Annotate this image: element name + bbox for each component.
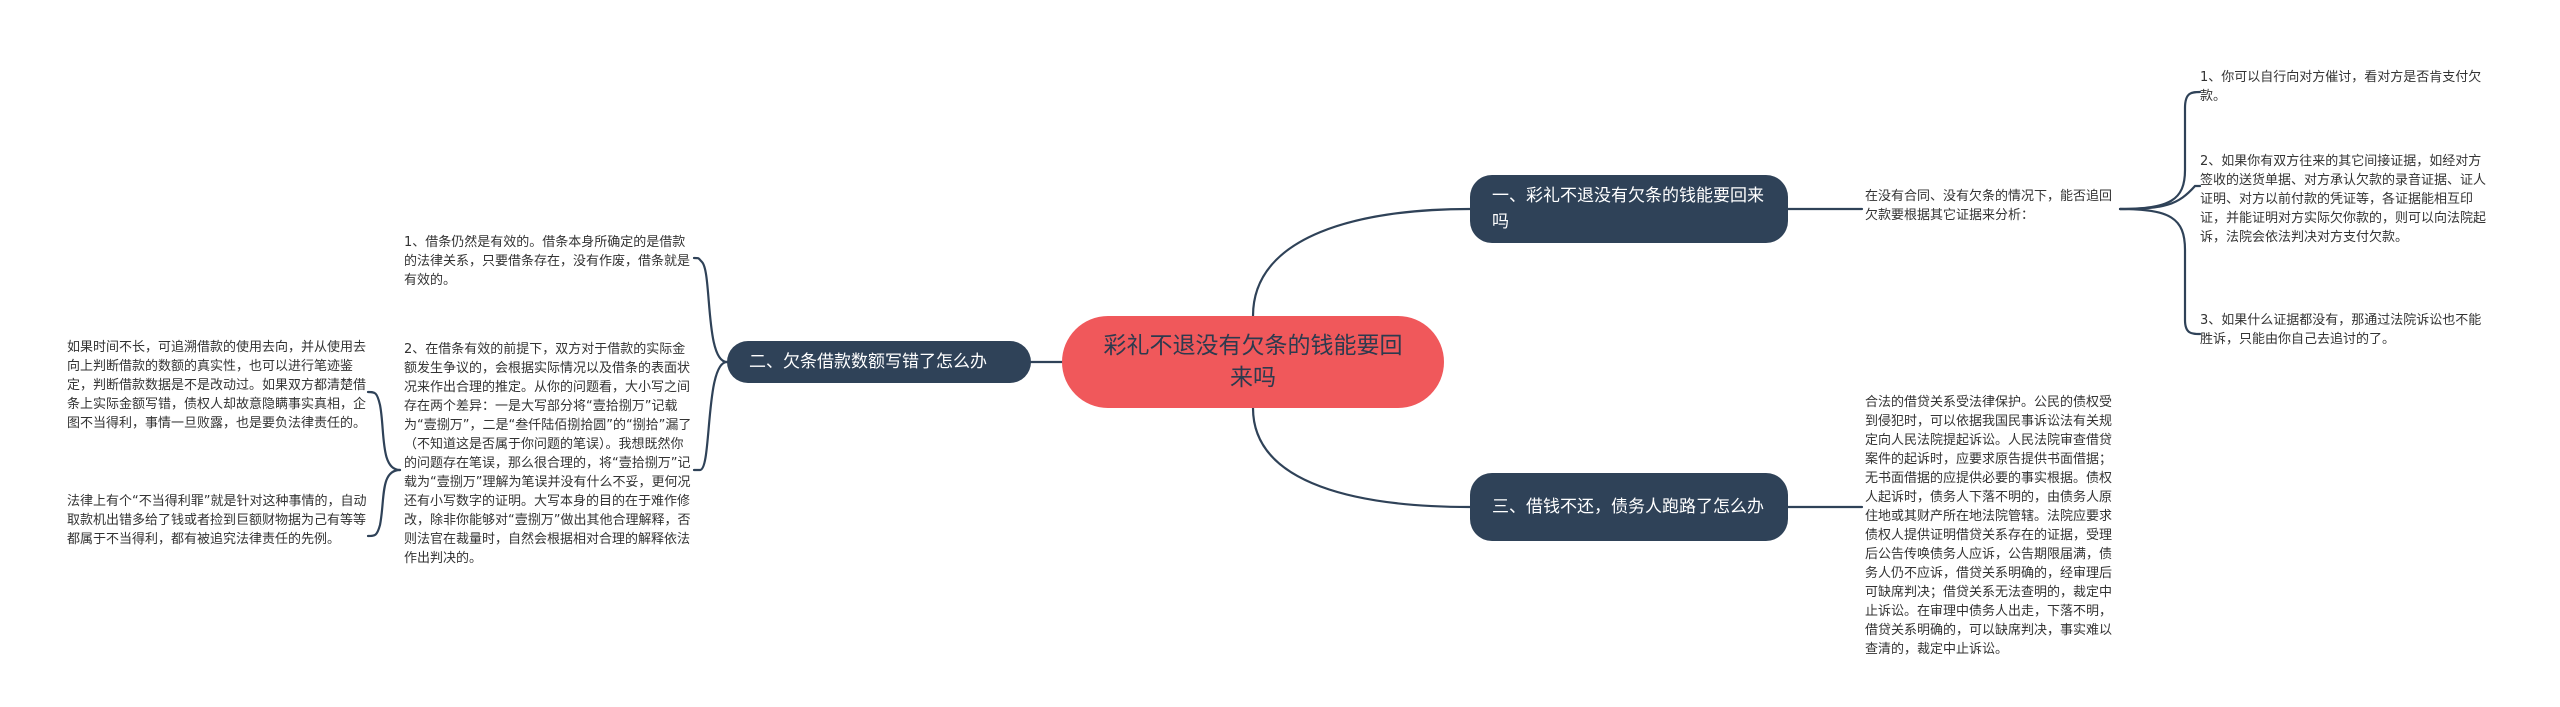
root-topic[interactable]: 彩礼不退没有欠条的钱能要回来吗 — [1062, 316, 1444, 408]
leaf-item: 1、借条仍然是有效的。借条本身所确定的是借款的法律关系，只要借条存在，没有作废，… — [404, 235, 691, 288]
leaf-sub-item: 如果时间不长，可追溯借款的使用去向，并从使用去向上判断借款的数额的真实性，也可以… — [67, 340, 367, 431]
branch-label: 三、借钱不还，债务人跑路了怎么办 — [1492, 497, 1764, 517]
leaf-item: 3、如果什么证据都没有，那通过法院诉讼也不能胜诉，只能由你自己去追讨的了。 — [2200, 313, 2482, 347]
branch-label: 一、彩礼不退没有欠条的钱能要回来吗 — [1492, 186, 1764, 232]
branch-debtor-absconded[interactable]: 三、借钱不还，债务人跑路了怎么办 — [1470, 473, 1788, 541]
branch-refund-without-iou[interactable]: 一、彩礼不退没有欠条的钱能要回来吗 — [1470, 175, 1788, 243]
branch-iou-amount-error[interactable]: 二、欠条借款数额写错了怎么办 — [727, 341, 1031, 383]
leaf-item: 2、如果你有双方往来的其它间接证据，如经对方签收的送货单据、对方承认欠款的录音证… — [2200, 154, 2487, 245]
leaf-sub-item: 法律上有个“不当得利罪”就是针对这种事情的，自动取款机出错多给了钱或者捡到巨额财… — [67, 494, 367, 547]
leaf-intro: 在没有合同、没有欠条的情况下，能否追回欠款要根据其它证据来分析： — [1865, 189, 2113, 223]
leaf-item: 1、你可以自行向对方催讨，看对方是否肯支付欠款。 — [2200, 70, 2482, 104]
branch-label: 二、欠条借款数额写错了怎么办 — [749, 352, 987, 372]
root-label: 彩礼不退没有欠条的钱能要回来吗 — [1103, 333, 1403, 391]
leaf-text: 合法的借贷关系受法律保护。公民的债权受到侵犯时，可以依据我国民事诉讼法有关规定向… — [1865, 395, 2113, 657]
leaf-item: 2、在借条有效的前提下，双方对于借款的实际金额发生争议的，会根据实际情况以及借条… — [404, 342, 692, 566]
